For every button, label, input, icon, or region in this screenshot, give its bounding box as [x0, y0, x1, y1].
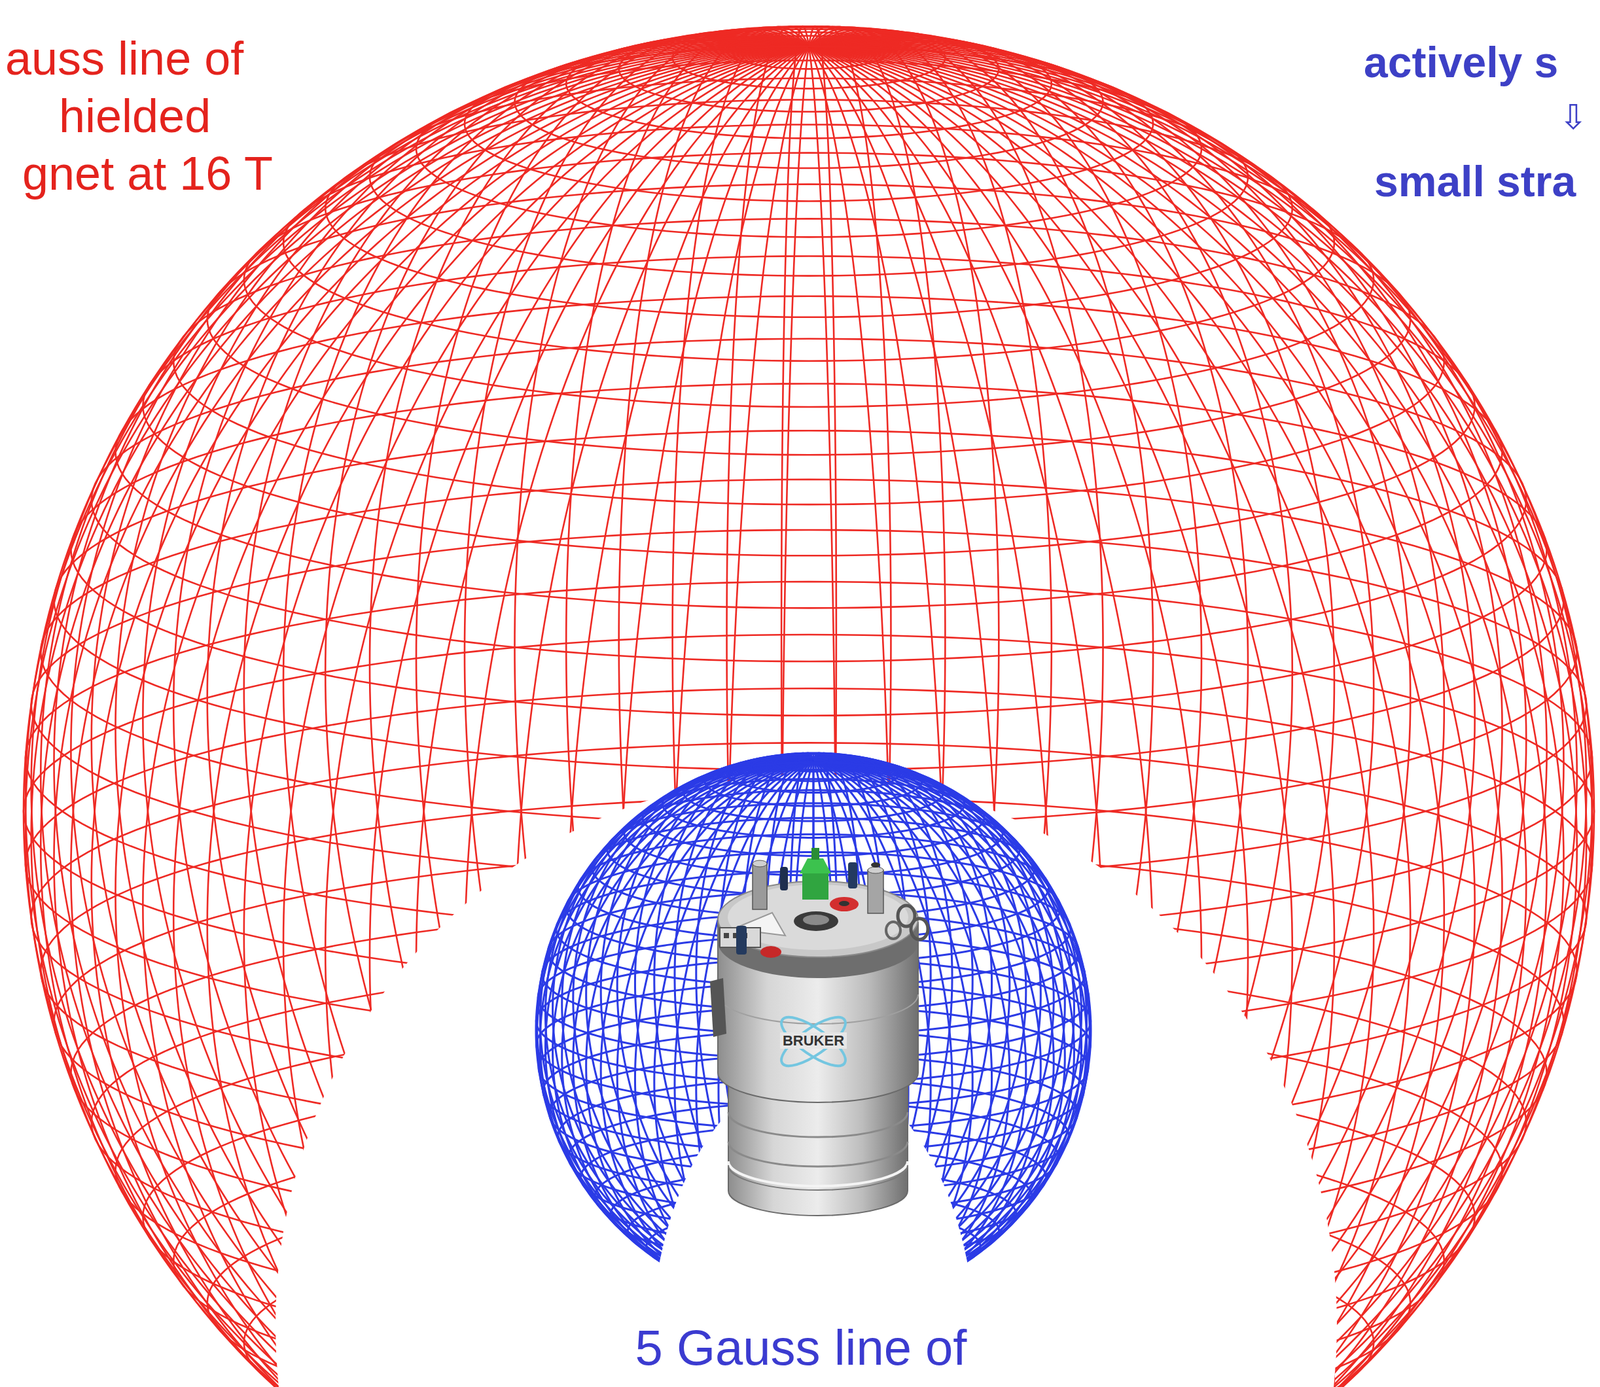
magnet-cryostat [723, 933, 729, 939]
field-mesh-line [727, 754, 900, 794]
field-mesh-line [687, 1243, 940, 1301]
magnet-cryostat [867, 870, 884, 914]
field-mesh-line [416, 60, 1202, 237]
magnet-cryostat [829, 897, 859, 912]
magnet-cryostat [728, 1112, 908, 1138]
field-mesh-line [774, 754, 853, 773]
field-mesh-line [619, 26, 1000, 112]
magnet-cryostat [774, 1009, 853, 1074]
field-mesh-line [642, 779, 985, 856]
magnet-cryostat [848, 862, 858, 889]
magnet-cryostat [802, 914, 830, 926]
field-mesh-line [808, 46, 1547, 1387]
field-mesh-line [207, 184, 1411, 456]
field-mesh-line [672, 27, 946, 89]
field-mesh-line [40, 45, 809, 1387]
field-mesh-line [244, 153, 1374, 408]
magnet-cryostat [710, 978, 727, 1038]
field-mesh-line [244, 1215, 1374, 1387]
field-mesh-line [727, 32, 892, 69]
magnet-cryostat [752, 863, 767, 910]
field-mesh-line [416, 1386, 1202, 1387]
field-mesh-line [577, 834, 1049, 941]
magnet-cryostat [799, 858, 832, 874]
magnet-cryostat [811, 848, 820, 860]
field-mesh-line [325, 99, 1293, 317]
magnet-cryostat [910, 918, 928, 940]
magnet-cryostat [838, 901, 850, 907]
field-mesh-line [91, 338, 1527, 662]
field-mesh-line [751, 753, 877, 782]
field-mesh-line [808, 46, 1593, 1387]
field-mesh-line [808, 45, 1578, 1387]
field-mesh-line [556, 871, 1071, 988]
field-mesh-line [566, 29, 1052, 139]
field-mesh-line [40, 797, 1578, 1144]
magnet-cryostat [736, 925, 747, 955]
shielding-note: small stra [1374, 157, 1576, 207]
field-mesh-line [808, 46, 1476, 1387]
gauss-surface [23, 26, 1595, 1387]
field-mesh-line [808, 46, 1503, 1387]
field-mesh-line [31, 742, 1587, 1093]
field-mesh-line [808, 46, 1527, 1387]
magnet-cryostat [728, 1165, 908, 1191]
magnet-cryostat [886, 922, 901, 940]
field-mesh-line [662, 770, 965, 839]
magnet-cryostat [802, 873, 829, 900]
field-mesh-line [115, 296, 1502, 609]
field-label: hielded [58, 88, 211, 144]
field-mesh-line [566, 852, 1061, 964]
magnet-cryostat [710, 848, 928, 1216]
field-mesh-line [624, 790, 1003, 876]
field-mesh-line [31, 530, 1587, 881]
unshielded-field-mesh [23, 26, 1595, 1387]
magnet-cryostat [717, 994, 919, 1025]
shielding-note: actively s [1363, 37, 1559, 88]
brand-logo: BRUKER [780, 1032, 847, 1049]
magnet-cryostat [780, 867, 788, 891]
field-mesh-line [369, 78, 1248, 277]
field-mesh-line [70, 383, 1547, 716]
magnet-cryostat [871, 862, 881, 868]
shielded-field-mesh [535, 753, 1091, 1309]
field-label: gnet at 16 T [22, 146, 273, 201]
magnet-cryostat [728, 1141, 908, 1167]
arrow-symbol: ⇩ [1558, 98, 1588, 138]
field-mesh-line [142, 46, 809, 1387]
field-mesh-line [799, 757, 828, 764]
field-mesh-line [23, 634, 1595, 989]
field-mesh-line [70, 46, 809, 1387]
magnet-cryostat [793, 911, 839, 932]
field-mesh-line [25, 581, 1593, 935]
field-mesh-line [732, 1270, 895, 1308]
magnet-cryostat [752, 860, 767, 868]
magnet-cryostat [774, 1009, 853, 1074]
field-label: auss line of [5, 31, 244, 86]
magnet-cryostat [867, 867, 884, 874]
field-mesh-line [283, 124, 1335, 361]
field-label: 5 Gauss line of [635, 1320, 968, 1376]
magnet-cryostat [760, 946, 782, 959]
field-mesh-line [53, 430, 1564, 771]
